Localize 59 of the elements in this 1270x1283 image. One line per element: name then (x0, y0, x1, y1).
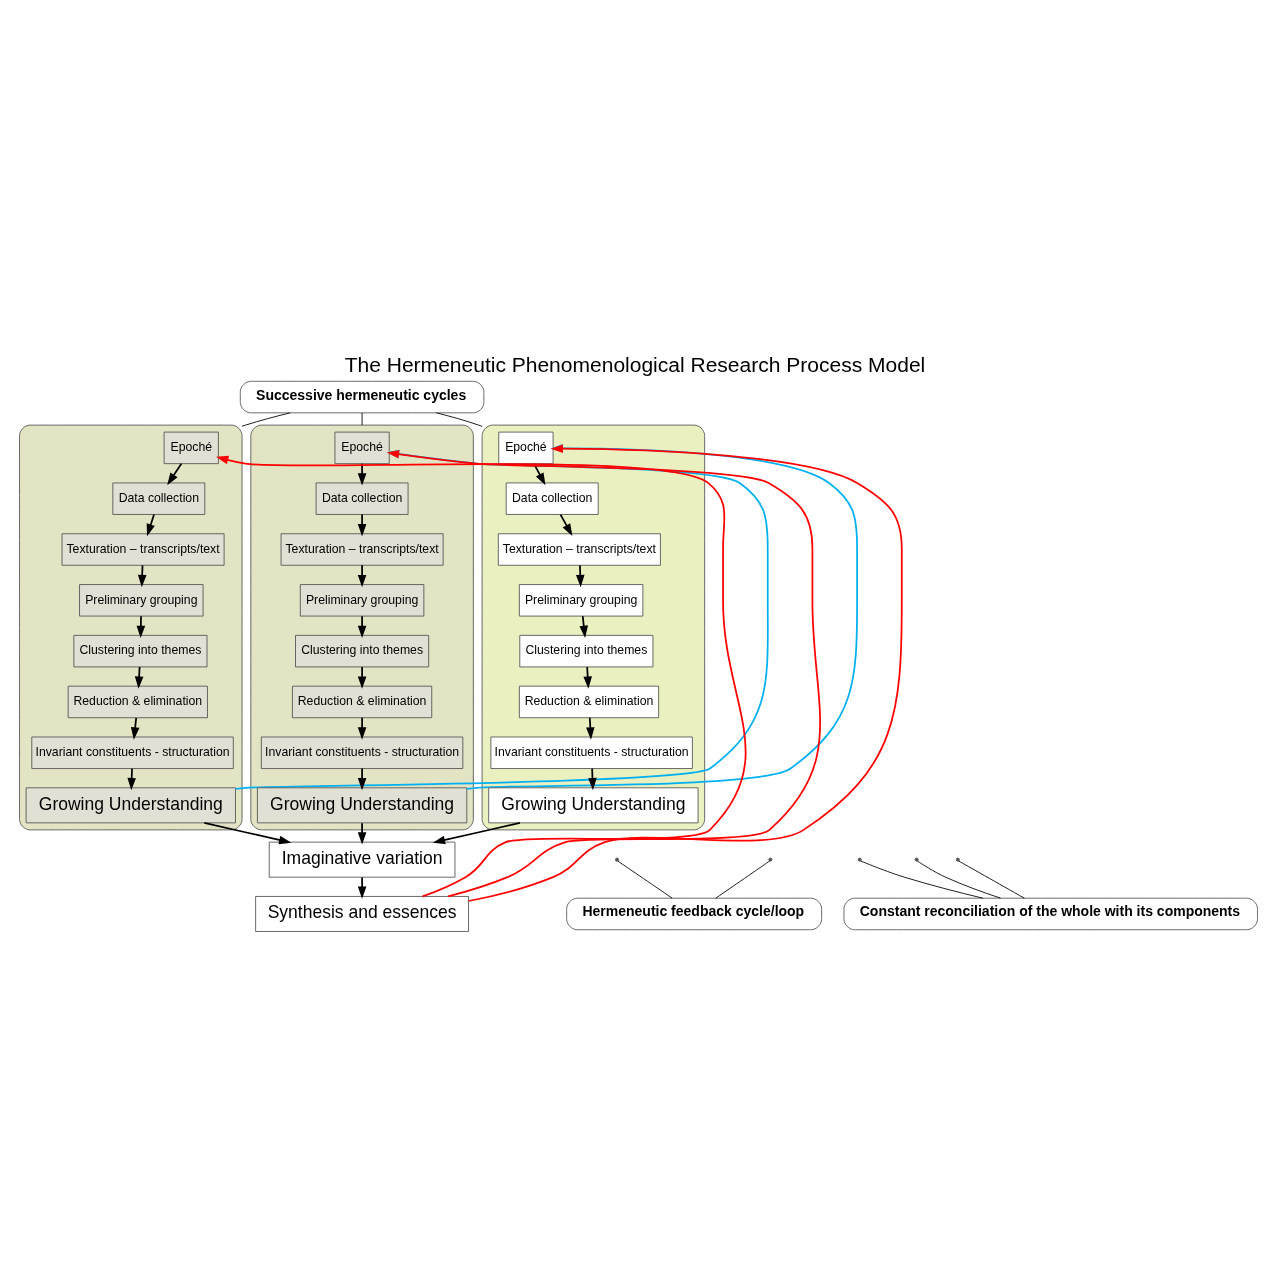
connector (617, 860, 673, 899)
node-box: Clustering into themes (73, 634, 208, 668)
arrow (136, 615, 146, 638)
node-box: Clustering into themes (519, 634, 654, 668)
node-box: Epoché (334, 431, 390, 465)
node-box: Clustering into themes (295, 634, 430, 668)
node-box: Data collection (112, 482, 206, 515)
arrow (216, 455, 747, 898)
arrow (467, 444, 903, 902)
arrow (579, 615, 589, 638)
node-box: Reduction & elimination (292, 685, 433, 719)
connector (958, 860, 1025, 899)
node-box: Preliminary grouping (518, 584, 644, 617)
cluster (481, 424, 706, 831)
node-box: Growing Understanding (25, 787, 236, 824)
arrow (167, 462, 183, 486)
node-box: Growing Understanding (488, 787, 699, 824)
node-box: Successive hermeneutic cycles (239, 380, 485, 414)
node-box: Reduction & elimination (67, 685, 208, 719)
arrow (146, 513, 155, 537)
arrow (357, 767, 367, 791)
node-box: Constant reconciliation of the whole with its components (843, 897, 1258, 931)
node-box: Preliminary grouping (299, 584, 425, 617)
node-box: Preliminary grouping (79, 584, 204, 617)
arrow (357, 564, 367, 588)
node-box: Texturation – transcripts/text (280, 533, 444, 566)
arrow (357, 716, 367, 740)
arrow (386, 449, 821, 898)
node-box: Growing Understanding (256, 787, 468, 824)
node-box: Epoché (163, 431, 219, 465)
arrow (357, 822, 367, 845)
node-box: Invariant constituents - structuration (490, 736, 693, 769)
diagram-title: The Hermeneutic Phenomenological Research Process Model (344, 352, 926, 376)
node-box: Invariant constituents - structuration (31, 736, 234, 769)
arrow (586, 716, 595, 740)
connector (917, 860, 1001, 899)
arrow (465, 444, 858, 790)
node-box: Synthesis and essences (255, 896, 469, 932)
arrow (575, 564, 585, 588)
arrow (357, 615, 367, 638)
node-box: Data collection (505, 482, 599, 515)
node-box: Invariant constituents - structuration (260, 736, 464, 769)
node-box: Hermeneutic feedback cycle/loop (566, 897, 823, 931)
arrow (357, 666, 367, 689)
node-box: Imaginative variation (268, 841, 456, 878)
node-box: Epoché (498, 431, 554, 465)
cluster (250, 424, 474, 831)
arrow (357, 876, 367, 899)
cluster (19, 424, 243, 831)
arrow (203, 822, 292, 845)
node-box: Reduction & elimination (518, 685, 660, 719)
node-box: Texturation – transcripts/text (497, 533, 661, 566)
arrow (432, 822, 521, 845)
node-box: Texturation – transcripts/text (61, 533, 225, 566)
node-box: Data collection (315, 482, 409, 515)
arrow (127, 767, 136, 791)
connector (860, 860, 984, 899)
arrow (357, 513, 367, 537)
connector (715, 860, 770, 899)
